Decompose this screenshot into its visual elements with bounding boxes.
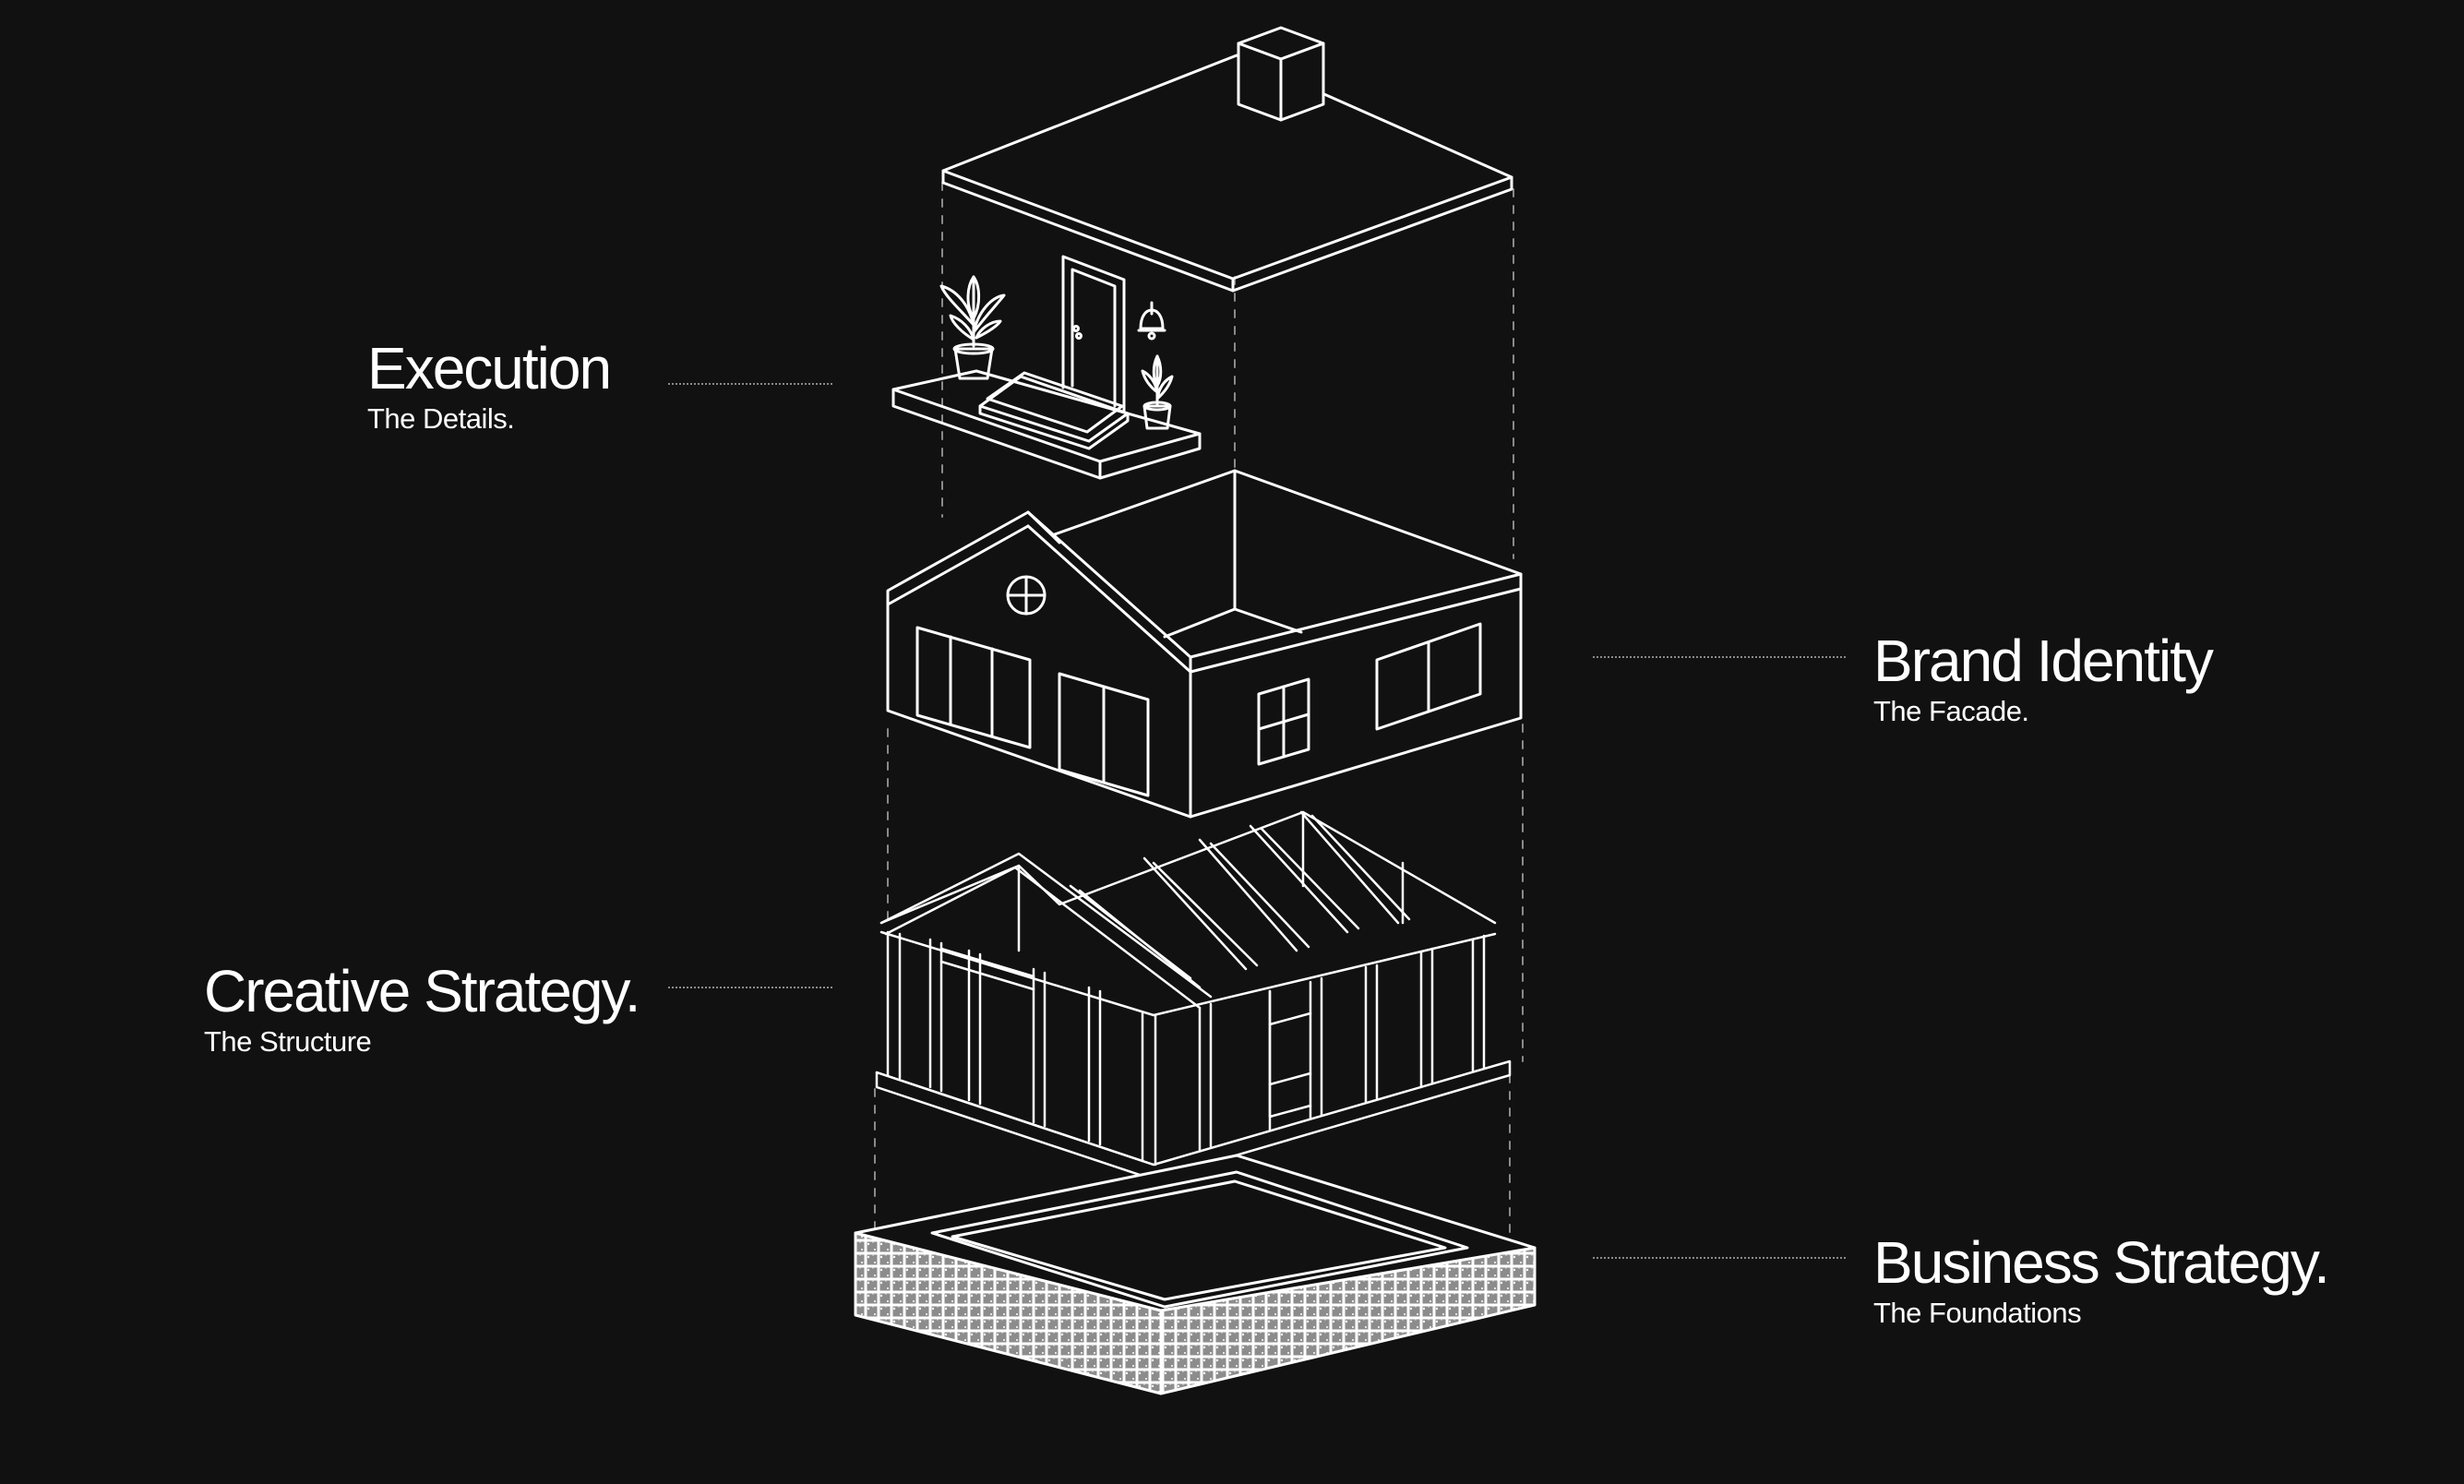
layer-subtitle: The Structure bbox=[204, 1026, 639, 1058]
leader-line-creative-strategy bbox=[668, 987, 832, 988]
chimney-icon bbox=[1238, 28, 1323, 120]
layer-title: Execution bbox=[367, 339, 610, 398]
layer-title: Brand Identity bbox=[1873, 631, 2212, 690]
roof-icon bbox=[943, 55, 1512, 291]
layer-label-brand-identity: Brand Identity The Facade. bbox=[1873, 631, 2212, 727]
layer-title: Creative Strategy. bbox=[204, 962, 639, 1021]
plant-pot-icon bbox=[941, 277, 1004, 378]
leader-line-execution bbox=[668, 383, 832, 385]
steps-icon bbox=[980, 373, 1128, 449]
window-icon bbox=[917, 577, 1480, 796]
leader-line-brand-identity bbox=[1593, 656, 1846, 658]
layer-label-creative-strategy: Creative Strategy. The Structure bbox=[204, 962, 639, 1058]
layer-subtitle: The Facade. bbox=[1873, 696, 2212, 727]
small-plant-icon bbox=[1142, 356, 1172, 428]
layer-subtitle: The Details. bbox=[367, 403, 610, 435]
foundation-icon bbox=[855, 1155, 1535, 1394]
wall-lamp-icon bbox=[1139, 303, 1165, 339]
layer-title: Business Strategy. bbox=[1873, 1233, 2328, 1292]
porch-platform-icon bbox=[893, 371, 1200, 478]
layer-label-business-strategy: Business Strategy. The Foundations bbox=[1873, 1233, 2328, 1329]
leader-line-business-strategy bbox=[1593, 1257, 1846, 1259]
layer-label-execution: Execution The Details. bbox=[367, 339, 610, 435]
layer-subtitle: The Foundations bbox=[1873, 1298, 2328, 1329]
door-icon bbox=[1063, 257, 1124, 411]
frame-icon bbox=[877, 812, 1510, 1179]
